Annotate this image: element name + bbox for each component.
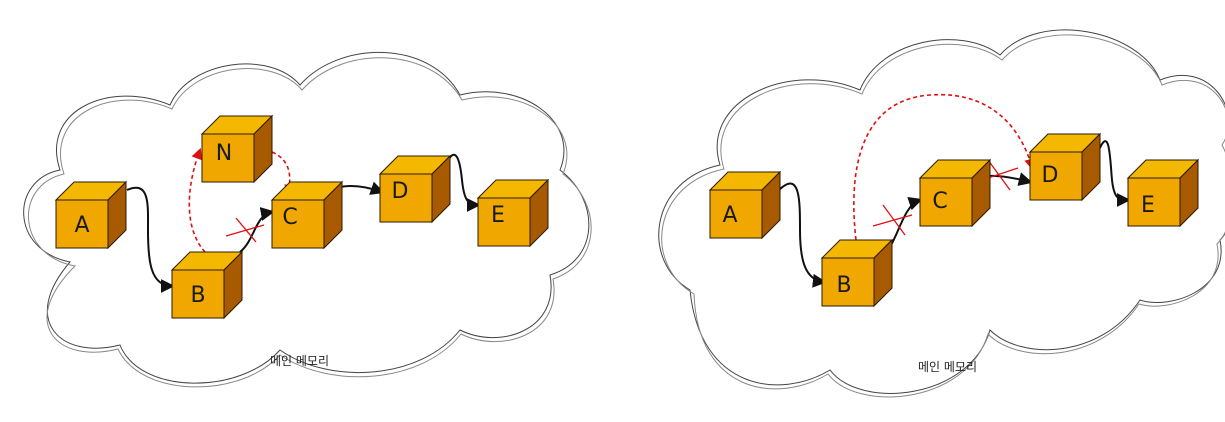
node-label: E (1141, 193, 1155, 218)
node-label: E (491, 203, 505, 228)
diagram-deletion: A B C D E 메인 메모리 (658, 29, 1225, 398)
memory-cloud (658, 29, 1225, 398)
diagram-insertion: A B N C D E (23, 51, 592, 388)
node-label: D (392, 179, 409, 204)
memory-cloud (23, 51, 592, 388)
link-a-b (778, 182, 827, 288)
node-box-b: B (820, 238, 894, 308)
node-box-e: E (1126, 158, 1200, 228)
link-d-e (443, 153, 481, 212)
new-link-b-n (188, 147, 206, 253)
node-label: B (836, 273, 851, 298)
memory-caption: 메인 메모리 (270, 354, 329, 368)
node-label: C (282, 205, 297, 230)
node-label: N (216, 141, 232, 166)
node-box-n: N (200, 114, 274, 184)
link-b-c (239, 207, 275, 253)
cut-mark (225, 217, 265, 243)
node-box-c: C (270, 180, 344, 250)
node-label: A (722, 203, 737, 228)
node-box-d: D (378, 154, 452, 224)
node-label: D (1042, 163, 1059, 188)
node-label: B (190, 283, 205, 308)
cut-mark (872, 204, 913, 236)
node-box-e: E (476, 178, 550, 248)
link-c-d (987, 172, 1033, 186)
memory-caption: 메인 메모리 (918, 360, 977, 374)
link-d-e (1096, 140, 1131, 207)
node-box-b: B (170, 250, 244, 320)
node-box-a: A (708, 170, 782, 240)
link-a-b (126, 186, 175, 293)
link-c-d (335, 181, 385, 195)
node-label: A (74, 213, 89, 238)
new-link-b-d (853, 93, 1036, 241)
node-box-c: C (918, 158, 992, 228)
node-box-d: D (1028, 132, 1102, 202)
node-label: C (932, 189, 947, 214)
node-box-a: A (54, 180, 128, 250)
link-b-c (889, 196, 923, 248)
